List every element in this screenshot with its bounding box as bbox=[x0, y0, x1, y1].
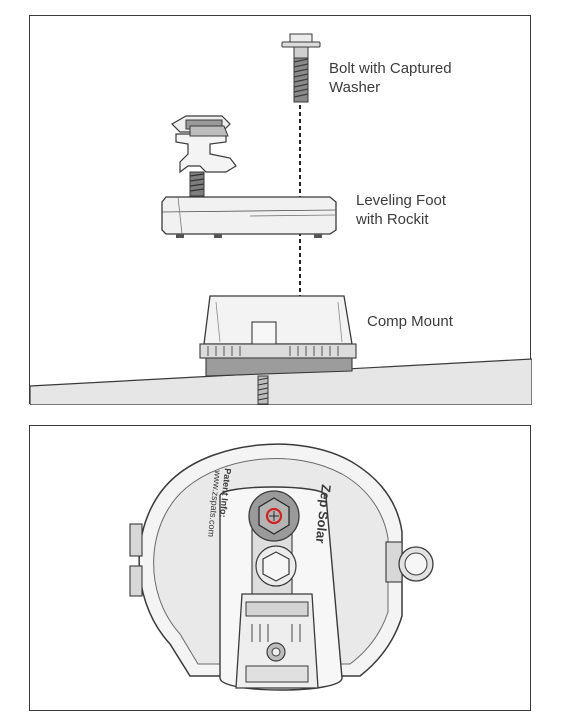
bolt-label-line2: Washer bbox=[329, 79, 381, 96]
lower-hex-nut bbox=[262, 551, 290, 582]
clamp-upper-bar bbox=[245, 601, 309, 617]
comp-mount bbox=[199, 295, 357, 405]
clamp-ridges bbox=[251, 624, 301, 642]
bolt-highlight-ring bbox=[265, 507, 283, 525]
top-view-drawing: Zep Solar Patent Info: www.zspats.com bbox=[129, 443, 434, 691]
bolt-label: Bolt with Captured Washer bbox=[329, 59, 452, 97]
bolt-label-line1: Bolt with Captured bbox=[329, 60, 452, 77]
clamp-lower-bar bbox=[245, 665, 309, 683]
bolt-with-captured-washer bbox=[281, 33, 321, 103]
leveling-foot-label: Leveling Foot with Rockit bbox=[356, 191, 446, 229]
brand-marking: Zep Solar bbox=[313, 484, 334, 544]
exploded-view-panel: Bolt with Captured Washer Leveling Foot … bbox=[29, 15, 532, 405]
roof-surface bbox=[30, 358, 532, 405]
leveling-foot-label-line2: with Rockit bbox=[356, 211, 429, 228]
side-port-inner bbox=[404, 552, 428, 576]
comp-mount-label: Comp Mount bbox=[367, 313, 453, 330]
clamp-front bbox=[235, 593, 319, 689]
left-tab bbox=[129, 523, 143, 557]
leveling-foot-label-line1: Leveling Foot bbox=[356, 192, 447, 209]
rockit-clamp bbox=[171, 115, 237, 197]
top-view-panel: Zep Solar Patent Info: www.zspats.com bbox=[29, 425, 531, 711]
left-tab-lower bbox=[129, 565, 143, 597]
exploded-view-drawing bbox=[30, 33, 532, 405]
leveling-foot bbox=[161, 196, 337, 238]
clamp-pivot-center bbox=[271, 647, 281, 657]
